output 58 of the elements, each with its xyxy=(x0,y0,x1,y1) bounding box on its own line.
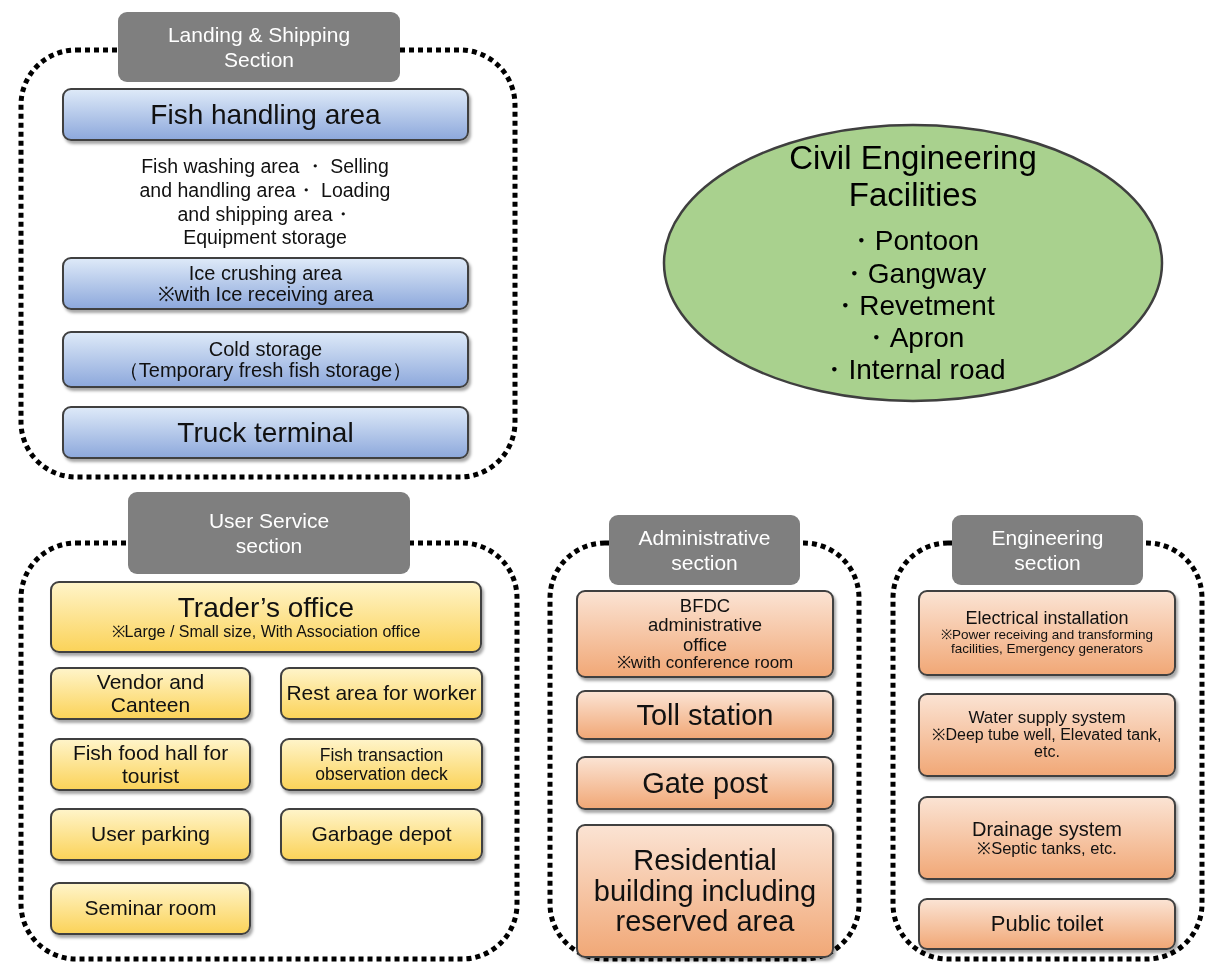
section-tab: Engineering section xyxy=(952,515,1143,585)
facility-box xyxy=(280,667,483,720)
facility-name: Trader’s office xyxy=(177,592,355,623)
facility-name: Seminar room xyxy=(84,897,217,920)
facility-name: Public toilet xyxy=(990,912,1104,936)
facility-name: Vendor and Canteen xyxy=(95,671,206,716)
area-list-text: Fish washing area ・ Selling and handling area・ Loading and shipping area・ Equipment storage xyxy=(138,155,392,251)
facility-note: ※Deep tube well, Elevated tank, etc. xyxy=(931,727,1163,761)
facility-name: Cold storage xyxy=(208,338,323,360)
facility-box xyxy=(576,824,834,958)
facility-name: User parking xyxy=(90,823,211,846)
list-item: ・Apron xyxy=(861,322,965,355)
facility-box xyxy=(62,406,469,459)
list-item: ・Pontoon xyxy=(846,225,980,258)
facility-name: Gate post xyxy=(642,767,768,799)
facility-name: Fish handling area xyxy=(150,99,381,130)
facility-box xyxy=(50,738,251,791)
facility-name: Toll station xyxy=(636,699,774,731)
section-tab: Administrative section xyxy=(609,515,800,585)
facility-note: （Temporary fresh fish storage） xyxy=(118,359,413,381)
facility-box xyxy=(280,738,483,791)
facility-name: BFDC administrative office xyxy=(646,595,764,655)
facility-box xyxy=(918,693,1176,777)
list-item: ・Gangway xyxy=(839,257,987,290)
section-tab: User Service section xyxy=(128,492,410,574)
facility-note: ※Power receiving and transforming facilities, Emergency generators xyxy=(939,628,1155,657)
facility-name: Garbage depot xyxy=(311,823,452,846)
facility-name: Water supply system xyxy=(968,709,1126,728)
facility-note: ※with Ice receiving area xyxy=(157,283,374,305)
facility-box xyxy=(62,331,469,388)
facility-note: ※Large / Small size, With Association office xyxy=(111,622,421,642)
facility-name: Electrical installation xyxy=(965,609,1129,629)
facility-box xyxy=(62,257,469,310)
section-tab: Landing & Shipping Section xyxy=(118,12,400,82)
facility-note: ※with conference room xyxy=(616,654,794,673)
facility-name: Rest area for worker xyxy=(286,682,477,705)
list-item: ・Internal road xyxy=(820,354,1006,387)
list-item: ・Revetment xyxy=(831,289,995,323)
facility-box xyxy=(918,898,1176,950)
facility-box xyxy=(62,88,469,141)
facility-name: Ice crushing area xyxy=(188,262,343,284)
facility-box xyxy=(50,808,251,861)
facility-box xyxy=(50,581,482,653)
facility-name: Truck terminal xyxy=(177,417,354,448)
facility-box xyxy=(50,882,251,935)
facility-box xyxy=(576,590,834,678)
facility-name: Fish food hall for tourist xyxy=(71,742,230,787)
facility-box xyxy=(918,796,1176,880)
facility-box xyxy=(280,808,483,861)
facility-box xyxy=(576,756,834,810)
facility-name: Drainage system xyxy=(971,818,1123,840)
facility-box xyxy=(576,690,834,740)
facility-box xyxy=(50,667,251,720)
facility-note: ※Septic tanks, etc. xyxy=(977,839,1117,858)
facility-name: Fish transaction observation deck xyxy=(314,746,449,783)
facility-box xyxy=(918,590,1176,676)
facility-name: Residential building including reserved area xyxy=(592,845,818,937)
ellipse-title: Civil Engineering Facilities xyxy=(788,139,1038,214)
